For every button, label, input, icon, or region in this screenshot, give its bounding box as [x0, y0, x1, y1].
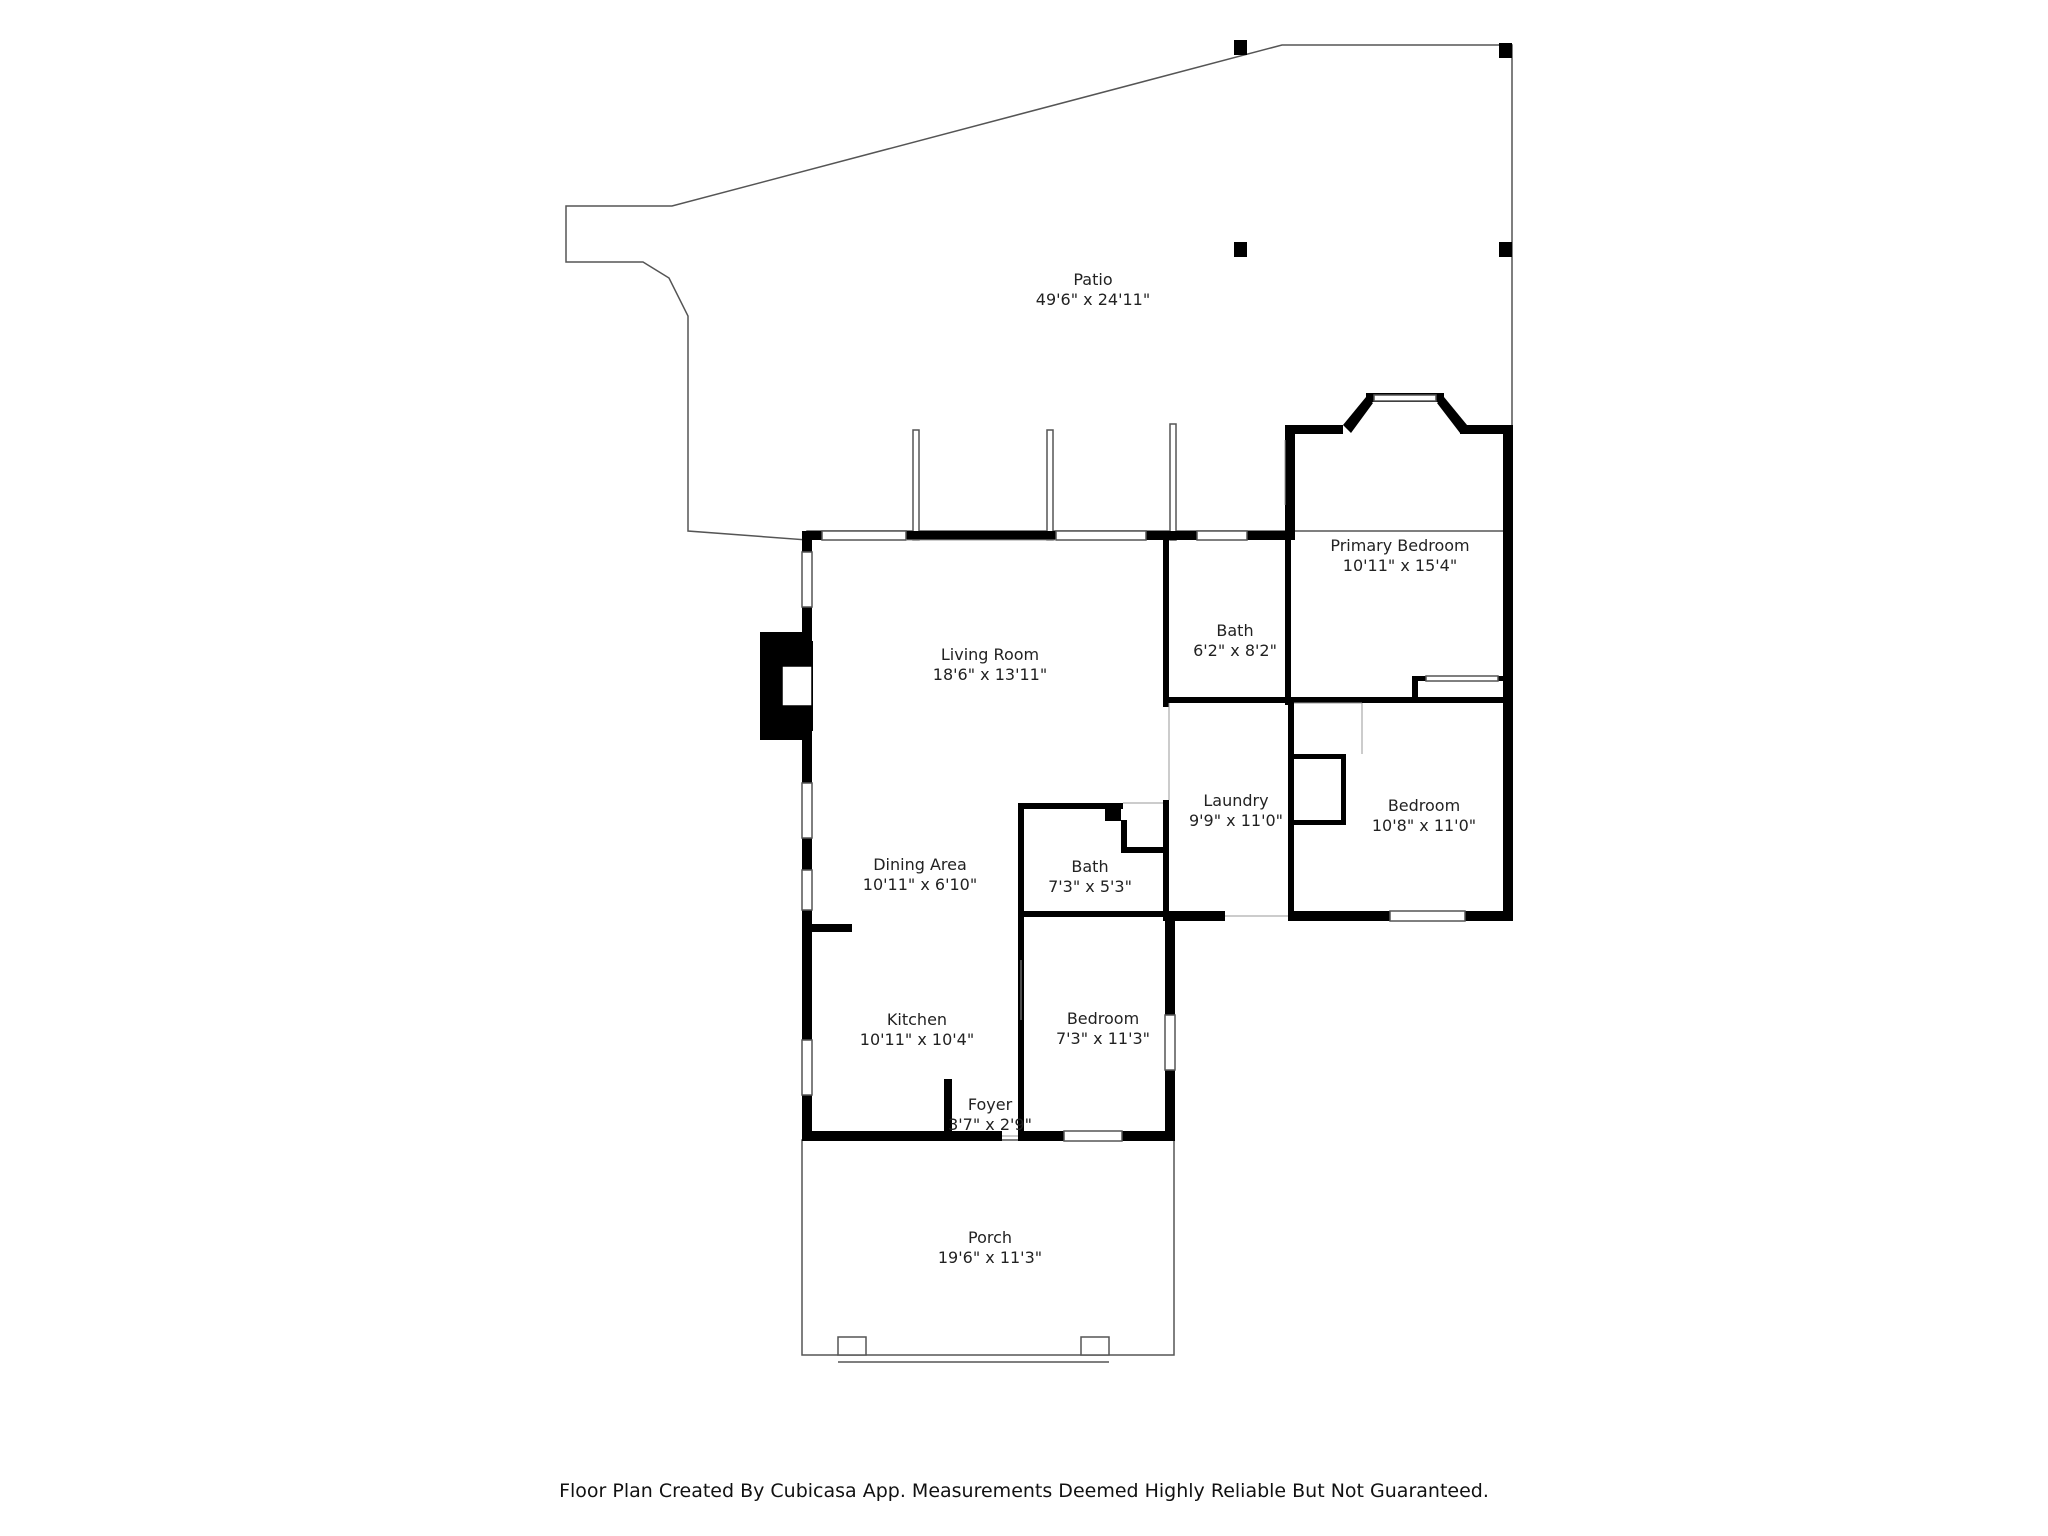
porch-step [837, 1336, 867, 1356]
patio-divider [1046, 429, 1054, 541]
svg-text:10'11" x 6'10": 10'11" x 6'10" [863, 875, 977, 894]
porch-step [1080, 1336, 1110, 1356]
room-label-bath-upper: Bath 6'2" x 8'2" [1193, 621, 1277, 660]
room-label-primary-bedroom: Primary Bedroom 10'11" x 15'4" [1330, 536, 1469, 575]
room-label-bedroom-small: Bedroom 7'3" x 11'3" [1056, 1009, 1150, 1048]
svg-text:Porch: Porch [968, 1228, 1012, 1247]
svg-text:Patio: Patio [1073, 270, 1112, 289]
patio-post [1234, 40, 1247, 55]
svg-text:10'8" x 11'0": 10'8" x 11'0" [1372, 816, 1476, 835]
patio-post [1234, 242, 1247, 257]
svg-text:Living Room: Living Room [941, 645, 1039, 664]
svg-text:9'9" x 11'0": 9'9" x 11'0" [1189, 811, 1283, 830]
svg-text:7'3" x 11'3": 7'3" x 11'3" [1056, 1029, 1150, 1048]
room-label-dining-area: Dining Area 10'11" x 6'10" [863, 855, 977, 894]
svg-text:Kitchen: Kitchen [887, 1010, 947, 1029]
windows [801, 394, 1499, 1142]
fireplace [760, 632, 813, 740]
room-label-living-room: Living Room 18'6" x 13'11" [933, 645, 1047, 684]
svg-text:Bedroom: Bedroom [1388, 796, 1460, 815]
svg-text:7'3" x 5'3": 7'3" x 5'3" [1048, 877, 1132, 896]
room-label-kitchen: Kitchen 10'11" x 10'4" [860, 1010, 974, 1049]
svg-text:Bath: Bath [1071, 857, 1108, 876]
patio-divider [1169, 423, 1177, 541]
svg-text:Bedroom: Bedroom [1067, 1009, 1139, 1028]
svg-text:Dining Area: Dining Area [873, 855, 967, 874]
room-label-laundry: Laundry 9'9" x 11'0" [1189, 791, 1283, 830]
svg-text:Foyer: Foyer [968, 1095, 1013, 1114]
patio-divider [912, 429, 920, 541]
room-label-bath-lower: Bath 7'3" x 5'3" [1048, 857, 1132, 896]
svg-text:Laundry: Laundry [1203, 791, 1268, 810]
svg-text:19'6" x 11'3": 19'6" x 11'3" [938, 1248, 1042, 1267]
svg-text:10'11" x 15'4": 10'11" x 15'4" [1343, 556, 1457, 575]
svg-text:49'6" x 24'11": 49'6" x 24'11" [1036, 290, 1150, 309]
footer-disclaimer: Floor Plan Created By Cubicasa App. Meas… [559, 1480, 1489, 1502]
patio-post [1499, 242, 1512, 257]
patio-post [1499, 43, 1512, 58]
svg-text:10'11" x 10'4": 10'11" x 10'4" [860, 1030, 974, 1049]
room-label-foyer: Foyer 3'7" x 2'9" [948, 1095, 1032, 1134]
svg-text:6'2" x 8'2": 6'2" x 8'2" [1193, 641, 1277, 660]
svg-text:18'6" x 13'11": 18'6" x 13'11" [933, 665, 1047, 684]
openings [906, 440, 1363, 1137]
room-label-bedroom-right: Bedroom 10'8" x 11'0" [1372, 796, 1476, 835]
room-label-patio: Patio 49'6" x 24'11" [1036, 270, 1150, 309]
svg-text:Bath: Bath [1216, 621, 1253, 640]
svg-text:3'7" x 2'9": 3'7" x 2'9" [948, 1115, 1032, 1134]
svg-text:Primary Bedroom: Primary Bedroom [1330, 536, 1469, 555]
room-label-porch: Porch 19'6" x 11'3" [938, 1228, 1042, 1267]
